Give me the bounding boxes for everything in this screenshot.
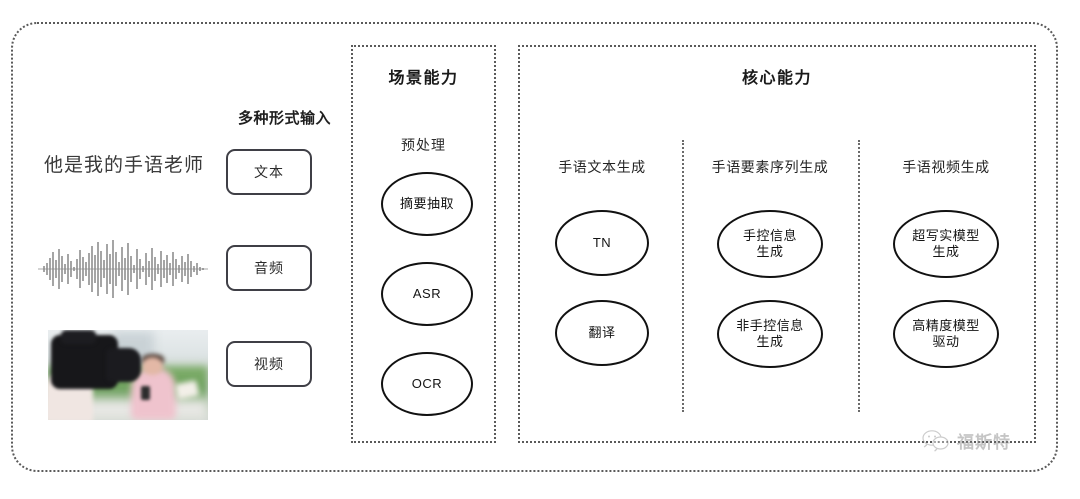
core-node-nonmanual-info[interactable]: 非手控信息生成 [717, 300, 823, 368]
core-column-sign-video: 手语视频生成 超写实模型生成 高精度模型驱动 [858, 47, 1034, 445]
scene-node-ocr[interactable]: OCR [381, 352, 473, 416]
diagram-outer-frame [11, 22, 1058, 472]
core-column-element-sequence: 手语要素序列生成 手控信息生成 非手控信息生成 [682, 47, 858, 445]
core-column-title: 手语视频生成 [902, 159, 990, 175]
watermark: 福斯特 [921, 428, 1011, 453]
core-node-manual-info[interactable]: 手控信息生成 [717, 210, 823, 278]
input-chip-audio[interactable]: 音频 [226, 245, 312, 291]
core-node-highprecision-model[interactable]: 高精度模型驱动 [893, 300, 999, 368]
scene-panel-subtitle: 预处理 [401, 137, 446, 153]
core-column-divider [682, 140, 684, 412]
sample-sentence-text: 他是我的手语老师 [44, 155, 205, 176]
core-node-translate[interactable]: 翻译 [555, 300, 649, 366]
core-capability-panel: 核心能力 手语文本生成 TN 翻译 手语要素序列生成 手控信息生成 非手控信息生… [518, 45, 1036, 443]
video-thumbnail-icon [48, 330, 208, 420]
core-column-title: 手语要素序列生成 [711, 159, 829, 175]
scene-node-asr[interactable]: ASR [381, 262, 473, 326]
input-chip-video[interactable]: 视频 [226, 341, 312, 387]
core-column-divider [858, 140, 860, 412]
scene-node-summary[interactable]: 摘要抽取 [381, 172, 473, 236]
input-section-heading: 多种形式输入 [238, 110, 332, 127]
core-column-title: 手语文本生成 [558, 159, 646, 175]
scene-capability-panel: 场景能力 预处理 摘要抽取 ASR OCR [351, 45, 496, 443]
core-node-photoreal-model[interactable]: 超写实模型生成 [893, 210, 999, 278]
scene-panel-title: 场景能力 [388, 70, 459, 87]
core-panel-title: 核心能力 [741, 70, 812, 87]
input-section: 多种形式输入 他是我的手语老师 [20, 40, 340, 455]
input-chip-text[interactable]: 文本 [226, 149, 312, 195]
core-node-tn[interactable]: TN [555, 210, 649, 276]
core-column-sign-text: 手语文本生成 TN 翻译 [522, 47, 682, 445]
audio-waveform-icon [38, 240, 208, 298]
wechat-icon [922, 429, 949, 452]
watermark-text: 福斯特 [957, 433, 1011, 452]
